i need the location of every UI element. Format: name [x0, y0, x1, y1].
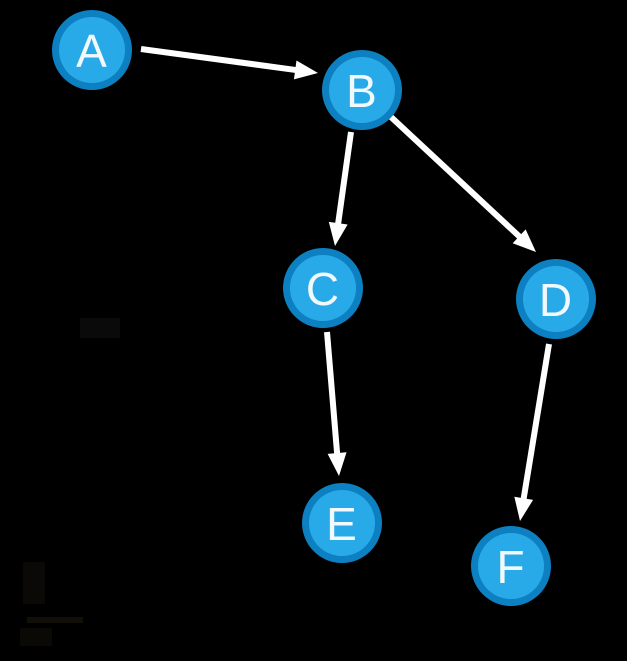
- node-E[interactable]: E: [302, 483, 382, 563]
- node-F[interactable]: F: [471, 526, 551, 606]
- node-circle-A: [59, 17, 125, 83]
- node-circle-C: [290, 255, 356, 321]
- edge-B-C: [328, 131, 354, 246]
- node-label-D: D: [539, 274, 573, 326]
- node-label-F: F: [496, 541, 525, 593]
- node-circle-E: [309, 490, 375, 556]
- edge-line-B-C: [334, 131, 354, 226]
- arrowhead-icon: [328, 221, 348, 246]
- node-circle-F: [478, 533, 544, 599]
- node-label-B: B: [346, 65, 378, 117]
- edge-line-B-D: [388, 114, 523, 240]
- node-label-A: A: [76, 25, 108, 77]
- node-label-C: C: [306, 263, 340, 315]
- node-A[interactable]: A: [52, 10, 132, 90]
- edge-C-E: [324, 331, 347, 476]
- arrowhead-icon: [293, 60, 318, 80]
- node-label-E: E: [326, 498, 358, 550]
- edge-line-D-F: [520, 343, 552, 501]
- node-circle-B: [329, 57, 395, 123]
- node-B[interactable]: B: [322, 50, 402, 130]
- node-C[interactable]: C: [283, 248, 363, 328]
- nodes-layer: A B C D E F: [52, 10, 596, 606]
- edge-line-A-B: [140, 46, 298, 74]
- edge-line-C-E: [324, 331, 341, 456]
- node-circle-D: [523, 266, 589, 332]
- arrowhead-icon: [327, 452, 347, 476]
- node-D[interactable]: D: [516, 259, 596, 339]
- edge-B-D: [388, 114, 536, 252]
- edges-layer: [140, 46, 552, 521]
- edge-A-B: [140, 46, 318, 80]
- edge-D-F: [514, 343, 552, 521]
- arrowhead-icon: [514, 496, 534, 521]
- arrowhead-icon: [512, 229, 536, 252]
